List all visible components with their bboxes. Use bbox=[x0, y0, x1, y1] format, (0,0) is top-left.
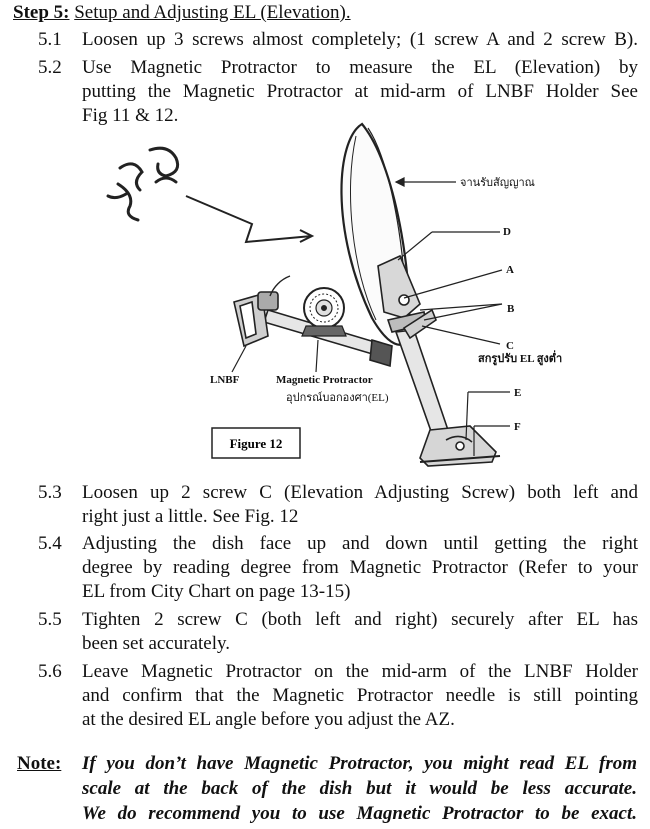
step-text: Leave Magnetic Protractor on the mid-arm… bbox=[82, 660, 638, 732]
step-text-line: Adjusting the dish face up and down unti… bbox=[82, 533, 638, 554]
step-item-5-3: 5.3 Loosen up 2 screw C (Elevation Adjus… bbox=[38, 481, 638, 529]
step-item-5-2: 5.2 Use Magnetic Protractor to measure t… bbox=[38, 56, 638, 128]
label-dish-thai: จานรับสัญญาณ bbox=[460, 177, 535, 189]
step-text-line: at the desired EL angle before you adjus… bbox=[82, 709, 455, 730]
step-text-line: right just a little. See Fig. 12 bbox=[82, 506, 299, 527]
figure-12-diagram: จานรับสัญญาณ D A B C สกรูปรับ EL สูงต่ำ … bbox=[106, 122, 562, 467]
step-text-line: putting the Magnetic Protractor at mid-a… bbox=[82, 81, 638, 102]
step-item-5-6: 5.6 Leave Magnetic Protractor on the mid… bbox=[38, 660, 638, 732]
step-text-line: Loosen up 2 screw C (Elevation Adjusting… bbox=[82, 482, 638, 503]
label-lnbf: LNBF bbox=[210, 374, 240, 386]
step-text: Tighten 2 screw C (both left and right) … bbox=[82, 608, 638, 656]
label-protractor-thai: อุปกรณ์บอกองศา(EL) bbox=[286, 391, 389, 404]
label-f: F bbox=[514, 421, 521, 433]
step-label: Step 5: bbox=[13, 2, 70, 23]
satellite-signal-icon bbox=[106, 146, 180, 222]
step-number: 5.6 bbox=[38, 661, 62, 682]
lnbf-drawing bbox=[233, 291, 279, 348]
label-b: B bbox=[507, 303, 515, 315]
step-number: 5.1 bbox=[38, 29, 62, 50]
step-number: 5.5 bbox=[38, 609, 62, 630]
step-text: Loosen up 2 screw C (Elevation Adjusting… bbox=[82, 481, 638, 529]
step-text-line: EL from City Chart on page 13-15) bbox=[82, 581, 351, 602]
step-item-5-1: 5.1 Loosen up 3 screws almost completely… bbox=[38, 28, 638, 52]
note-line: If you don’t have Magnetic Protractor, y… bbox=[82, 753, 637, 774]
figure-caption-box bbox=[211, 427, 301, 459]
note-line: scale at the back of the dish but it wou… bbox=[82, 778, 637, 799]
step-heading: Step 5: Setup and Adjusting EL (Elevatio… bbox=[13, 2, 351, 24]
step-text: Adjusting the dish face up and down unti… bbox=[82, 532, 638, 604]
step-text: Loosen up 3 screws almost completely; (1… bbox=[82, 28, 638, 52]
step-item-5-4: 5.4 Adjusting the dish face up and down … bbox=[38, 532, 638, 604]
note-label: Note: bbox=[17, 753, 62, 774]
mount-pole bbox=[394, 308, 450, 435]
step-text-line: Tighten 2 screw C (both left and right) … bbox=[82, 609, 638, 630]
leader-lines bbox=[231, 177, 510, 456]
signal-arrow-icon bbox=[185, 195, 315, 244]
step-text-line: Fig 11 & 12. bbox=[82, 105, 179, 126]
step-item-5-5: 5.5 Tighten 2 screw C (both left and rig… bbox=[38, 608, 638, 656]
step-text-line: Leave Magnetic Protractor on the mid-arm… bbox=[82, 661, 638, 682]
step-number: 5.2 bbox=[38, 57, 62, 78]
label-d: D bbox=[503, 226, 511, 238]
step-text-line: degree by reading degree from Magnetic P… bbox=[82, 557, 638, 578]
note-line: We do recommend you to use Magnetic Prot… bbox=[82, 803, 637, 824]
protractor-drawing bbox=[269, 275, 347, 337]
step-title: Setup and Adjusting EL (Elevation). bbox=[74, 2, 351, 23]
step-number: 5.4 bbox=[38, 533, 62, 554]
step-text: Use Magnetic Protractor to measure the E… bbox=[82, 56, 638, 128]
mount-base bbox=[419, 425, 501, 467]
label-a: A bbox=[506, 264, 514, 276]
label-screw-thai: สกรูปรับ EL สูงต่ำ bbox=[478, 350, 562, 366]
label-protractor: Magnetic Protractor bbox=[276, 374, 373, 386]
step-text-line: Use Magnetic Protractor to measure the E… bbox=[82, 57, 638, 78]
step-number: 5.3 bbox=[38, 482, 62, 503]
step-text-line: Loosen up 3 screws almost completely; (1… bbox=[82, 29, 638, 50]
step-text-line: been set accurately. bbox=[82, 633, 231, 654]
label-e: E bbox=[514, 387, 521, 399]
figure-caption: Figure 12 bbox=[230, 436, 283, 451]
label-c: C bbox=[506, 340, 514, 352]
step-text-line: and confirm that the Magnetic Protractor… bbox=[82, 685, 638, 706]
